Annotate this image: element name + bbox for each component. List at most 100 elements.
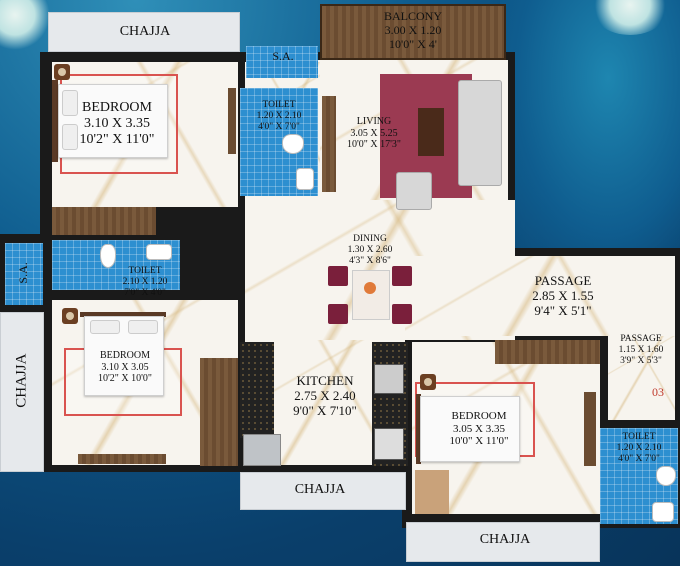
bedroom-right-imperial: 10'0" X 11'0" [449,435,509,448]
dining-metric: 1.30 X 2.60 [347,244,393,255]
bedroom-top-name: BEDROOM [81,100,152,115]
toilet-right-metric: 1.20 X 2.10 [616,442,662,453]
passage-label: PASSAGE 2.85 X 1.55 9'4" X 5'1" [508,273,618,319]
passage-floor [405,256,675,336]
kitchen-stove [374,364,404,394]
bedroom-left-lamp [62,308,78,324]
bedroom-top-lamp [54,64,70,80]
toilet-top-name: TOILET [262,100,296,110]
sa-top-label: S.A. [272,49,294,63]
balcony-name: BALCONY [383,9,442,23]
sa-top-tiles [246,46,318,78]
living-armchair [396,172,432,210]
dining-chair-1 [328,266,348,286]
bedroom-right-name: BEDROOM [451,410,507,422]
bedroom-left-metric: 3.10 X 3.05 [101,361,149,373]
bedroom-left-name: BEDROOM [99,350,150,361]
bedroom-right-door [584,392,596,466]
toilet-top-metric: 1.20 X 2.10 [256,110,302,121]
dining-chair-4 [392,304,412,324]
dining-label: DINING 1.30 X 2.60 4'3" X 8'6" [330,234,410,267]
dining-imperial: 4'3" X 8'6" [349,255,391,266]
water-highlight [500,0,680,260]
dining-name: DINING [353,234,387,244]
kitchen-name: KITCHEN [296,373,354,388]
toilet-left-metric: 2.10 X 1.20 [122,276,168,287]
toilet-top-wc [282,134,304,154]
passage-name: PASSAGE [534,273,592,288]
passage-small-label: PASSAGE 1.15 X 1.60 3'9" X 5'3" [608,334,674,367]
kitchen-label: KITCHEN 2.75 X 2.40 9'0" X 7'10" [280,373,370,419]
toilet-left-basin [146,244,172,260]
bedroom-top-headboard [52,80,58,162]
toilet-left-name: TOILET [128,266,162,276]
bedroom-right-metric: 3.05 X 3.35 [453,422,505,435]
toilet-left-wc [100,244,116,268]
bedroom-top-label: BEDROOM 3.10 X 3.35 10'2" X 11'0" [62,100,172,148]
balcony-label: BALCONY 3.00 X 1.20 10'0" X 4' [320,9,506,51]
toilet-right-wc [656,466,676,486]
bedroom-top-metric: 3.10 X 3.35 [83,116,151,132]
toilet-left-imperial: 7'0" X 4'0" [124,287,166,298]
bedroom-right-lamp [420,374,436,390]
bedroom-right-label: BEDROOM 3.05 X 3.35 10'0" X 11'0" [434,410,524,448]
toilet-top-label: TOILET 1.20 X 2.10 4'0" X 7'0" [244,100,314,133]
bedroom-top-pillow-2 [62,124,78,150]
sa-left-label: S.A. [16,262,31,284]
kitchen-counter-left [240,342,274,438]
chajja-left-label: CHAJJA [13,353,30,408]
kitchen-sink [374,428,404,460]
bedroom-right-headboard [416,394,421,464]
toilet-left-label: TOILET 2.10 X 1.20 7'0" X 4'0" [110,266,180,299]
sa-left-tiles [5,243,43,305]
bedroom-right-wardrobe [495,340,600,364]
chajja-bottom-right-label: CHAJJA [479,532,531,547]
kitchen-fridge [243,434,281,466]
passage-small-name: PASSAGE [620,334,662,344]
bedroom-left-pillow-2 [128,320,158,334]
marker-03: 03 [652,385,664,399]
passage-small-floor [608,336,675,420]
toilet-top-door [228,88,236,154]
passage-metric: 2.85 X 1.55 [532,287,594,303]
toilet-top-imperial: 4'0" X 7'0" [258,121,300,132]
passage-small-imperial: 3'9" X 5'3" [620,355,662,366]
bedroom-left-pillow [90,320,120,334]
balcony-imperial: 10'0" X 4' [389,36,437,51]
chajja-bottom-mid-label: CHAJJA [294,482,346,497]
balcony-deck [320,4,506,60]
dining-chair-2 [392,266,412,286]
living-coffee-table [418,108,444,156]
living-tv-unit [322,96,336,192]
bedroom-left-label: BEDROOM 3.10 X 3.05 10'2" X 10'0" [88,350,162,385]
toilet-right-basin [652,502,674,522]
toilet-right-label: TOILET 1.20 X 2.10 4'0" X 7'0" [604,432,674,465]
passage-small-metric: 1.15 X 1.60 [618,344,664,355]
bedroom-right-bed [420,396,520,462]
chajja-left [0,312,44,472]
bedroom-top-wardrobe [52,207,156,235]
living-imperial: 10'0" X 17'3" [347,139,401,150]
toilet-right-name: TOILET [622,432,656,442]
bedroom-left-imperial: 10'2" X 10'0" [98,373,152,384]
living-sofa [458,80,502,186]
living-label: LIVING 3.05 X 5.25 10'0" X 17'3" [334,116,414,151]
bedroom-left-wardrobe [200,358,238,466]
toilet-top-basin [296,168,314,190]
toilet-right-imperial: 4'0" X 7'0" [618,453,660,464]
dining-chair-3 [328,304,348,324]
bedroom-top-imperial: 10'2" X 11'0" [79,132,155,148]
bedroom-left-dresser [78,454,166,464]
bedroom-right-desk [415,470,449,514]
kitchen-metric: 2.75 X 2.40 [294,387,356,403]
chajja-top-left [48,12,240,52]
passage-imperial: 9'4" X 5'1" [534,302,592,318]
living-name: LIVING [356,116,392,127]
chajja-top-left-label: CHAJJA [119,24,171,39]
balcony-metric: 3.00 X 1.20 [384,22,442,37]
chajja-bottom-mid [240,472,406,510]
dining-centerpiece [364,282,376,294]
bedroom-top-pillow [62,90,78,116]
dining-table [352,270,390,320]
chajja-bottom-right [406,522,600,562]
